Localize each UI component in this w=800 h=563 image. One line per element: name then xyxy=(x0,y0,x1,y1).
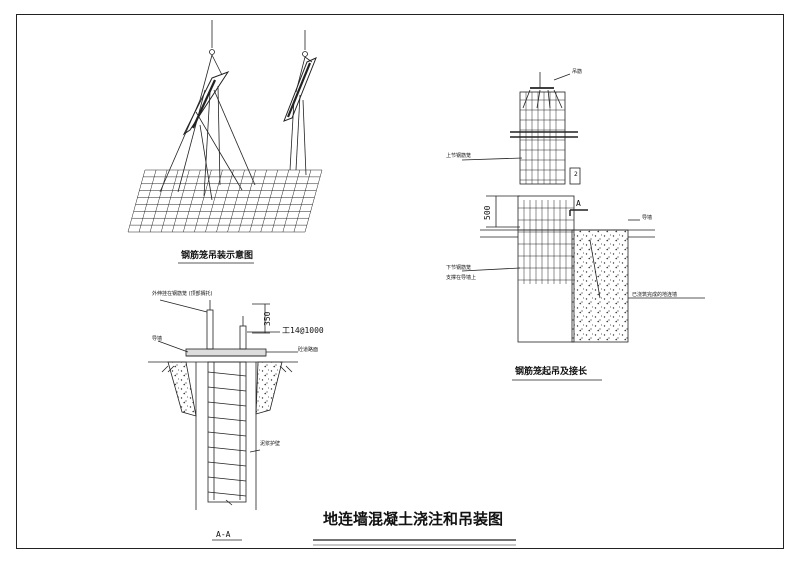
guide-wall-label-aa: 导墙 xyxy=(152,336,163,342)
drawing-frame xyxy=(16,14,784,549)
hoisting-caption: 钢筋笼吊装示意图 xyxy=(181,251,254,261)
hoisting-view xyxy=(127,20,323,233)
splice-view xyxy=(461,72,705,343)
guide-wall-label-splice: 导墙 xyxy=(642,215,653,221)
splice-caption: 钢筋笼起吊及接长 xyxy=(515,367,588,377)
spreader-beam-left xyxy=(182,70,230,136)
lower-cage-label: 下节钢筋笼 xyxy=(446,265,472,271)
section-mark-a: A xyxy=(576,199,581,208)
dim-small: 2 xyxy=(574,171,578,178)
upper-cage-label: 上节钢筋笼 xyxy=(446,153,472,159)
dim-350: 350 xyxy=(263,311,272,326)
dim-500: 500 xyxy=(483,205,492,220)
lower-support-label: 支撑在导墙上 xyxy=(446,275,477,281)
concrete-pad-label: 砼道路面 xyxy=(298,347,319,353)
poured-panel-label: 已浇筑完成的地连墙 xyxy=(632,292,678,298)
drawing-title: 地连墙混凝土浇注和吊装图 xyxy=(323,510,504,528)
hanger-label: 吊筋 xyxy=(572,69,583,75)
slurry-wall-label: 泥浆护壁 xyxy=(260,441,281,447)
support-note: 外伸挂在钢筋笼 (顶部搁托) xyxy=(152,291,213,297)
aa-caption: A-A xyxy=(216,530,231,539)
beam-spec: 工14@1000 xyxy=(282,326,324,335)
spreader-beam-right xyxy=(283,57,317,122)
cage-mesh xyxy=(127,169,323,233)
section-aa xyxy=(148,299,298,510)
